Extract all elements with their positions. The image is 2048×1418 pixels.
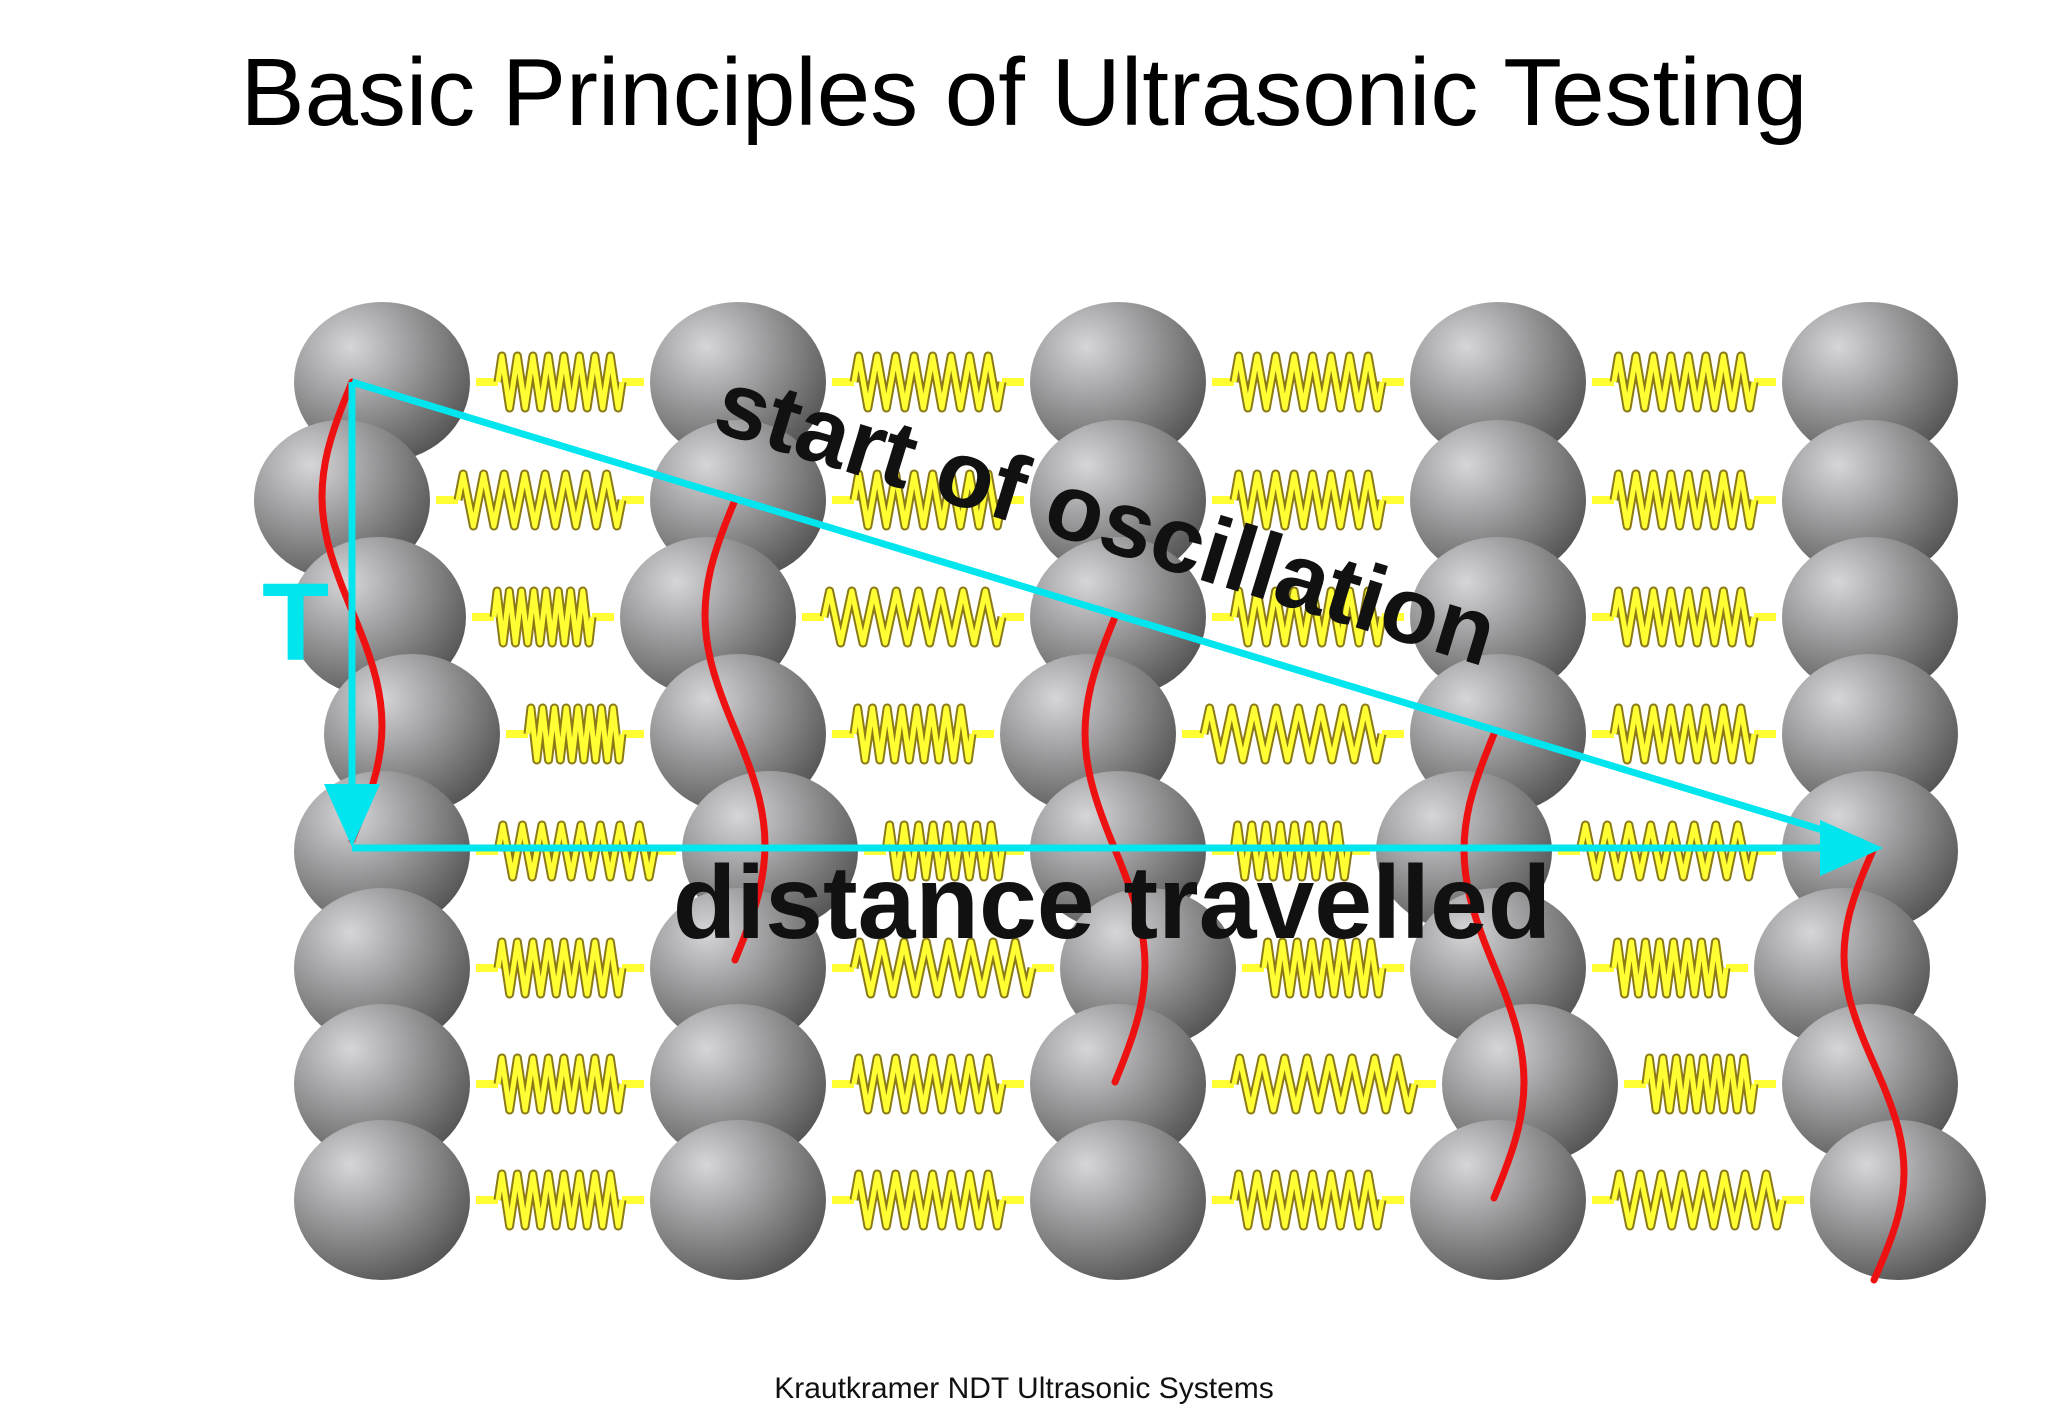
spring [832, 469, 1024, 531]
arrows-layer [324, 378, 1883, 876]
particle [1782, 420, 1958, 580]
spring [832, 703, 994, 765]
spring [472, 586, 614, 648]
particles-layer [254, 302, 1986, 1280]
spring [1624, 1053, 1776, 1115]
particle [1030, 302, 1206, 462]
particle [1030, 1004, 1206, 1164]
particle [294, 1004, 470, 1164]
particle [294, 1120, 470, 1280]
spring [506, 703, 644, 765]
spring [1592, 703, 1776, 765]
particle [1782, 654, 1958, 814]
spring [476, 1053, 644, 1115]
particle [1782, 537, 1958, 697]
spring [1212, 1053, 1436, 1115]
particle [1410, 1120, 1586, 1280]
spring [832, 937, 1054, 999]
slide-footer: Krautkramer NDT Ultrasonic Systems [774, 1372, 1274, 1405]
period-label: T [262, 561, 329, 684]
spring [476, 1169, 644, 1231]
distance-travelled-label: distance travelled [673, 845, 1552, 961]
start-of-oscillation-line [350, 378, 1864, 846]
spring [1212, 469, 1404, 531]
particle [650, 302, 826, 462]
spring [1212, 1169, 1404, 1231]
particle [1410, 420, 1586, 580]
spring [832, 351, 1024, 413]
particle [650, 888, 826, 1048]
particle [1410, 302, 1586, 462]
spring [1242, 937, 1404, 999]
particle [650, 1120, 826, 1280]
spring [1592, 937, 1748, 999]
springs-layer [436, 351, 1804, 1231]
spring [832, 1053, 1024, 1115]
particle [650, 1004, 826, 1164]
spring [1182, 703, 1404, 765]
particle [1410, 537, 1586, 697]
spring [1592, 586, 1776, 648]
particle [1030, 1120, 1206, 1280]
oscillation-wave [1840, 844, 1908, 1284]
spring [1592, 1169, 1804, 1231]
particle [1782, 302, 1958, 462]
spring [436, 469, 644, 531]
spring [832, 1169, 1024, 1231]
oscillation-wave [1460, 730, 1528, 1202]
spring [1592, 351, 1776, 413]
spring [476, 937, 644, 999]
particle [294, 888, 470, 1048]
spring [1592, 469, 1776, 531]
particle [1030, 420, 1206, 580]
spring [476, 351, 644, 413]
spring [802, 586, 1024, 648]
spring [1212, 351, 1404, 413]
slide-title: Basic Principles of Ultrasonic Testing [240, 39, 1808, 146]
oscillation-wave [701, 496, 769, 964]
spring [1212, 586, 1404, 648]
